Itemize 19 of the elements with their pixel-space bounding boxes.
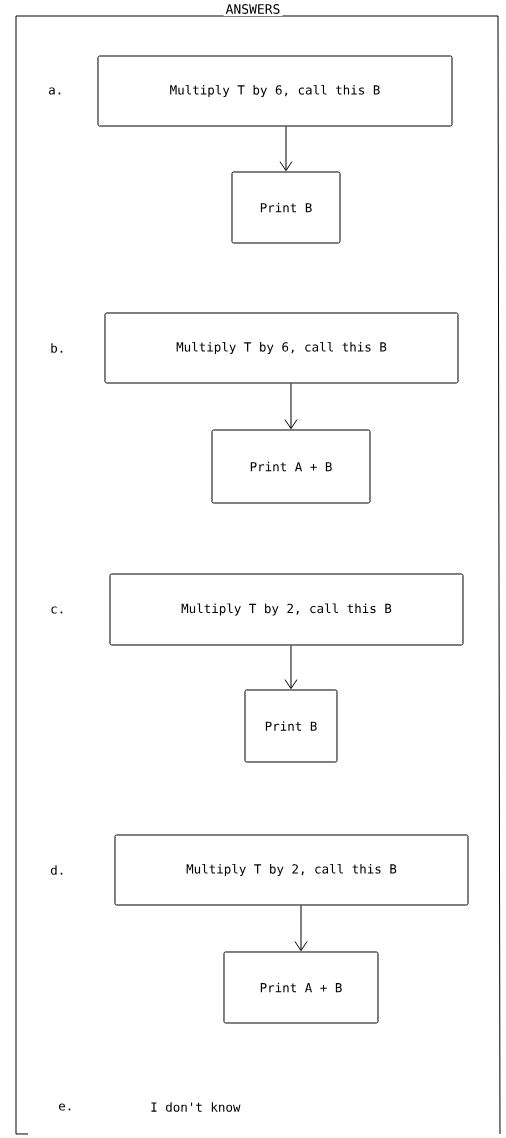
option-letter: d. bbox=[50, 865, 63, 875]
process-box: Print B bbox=[231, 171, 341, 244]
option-letter: a. bbox=[49, 87, 61, 95]
arrow bbox=[294, 905, 308, 952]
arrow bbox=[284, 383, 298, 430]
option-letter: c. bbox=[51, 606, 63, 614]
process-box: Multiply T by 6, call this B bbox=[97, 55, 453, 127]
process-box: Print B bbox=[244, 689, 338, 763]
arrow bbox=[284, 645, 298, 690]
arrow bbox=[279, 126, 293, 172]
option-letter: b. bbox=[51, 343, 63, 353]
option-letter: e. bbox=[58, 1103, 71, 1111]
process-box: Print A + B bbox=[211, 429, 371, 504]
process-box: Multiply T by 2, call this B bbox=[114, 834, 469, 906]
process-box: Multiply T by 6, call this B bbox=[104, 312, 459, 384]
process-box: Print A + B bbox=[223, 951, 379, 1024]
option-text: I don't know bbox=[151, 1102, 241, 1112]
process-box: Multiply T by 2, call this B bbox=[109, 573, 464, 646]
heading: ANSWERS bbox=[223, 2, 283, 16]
